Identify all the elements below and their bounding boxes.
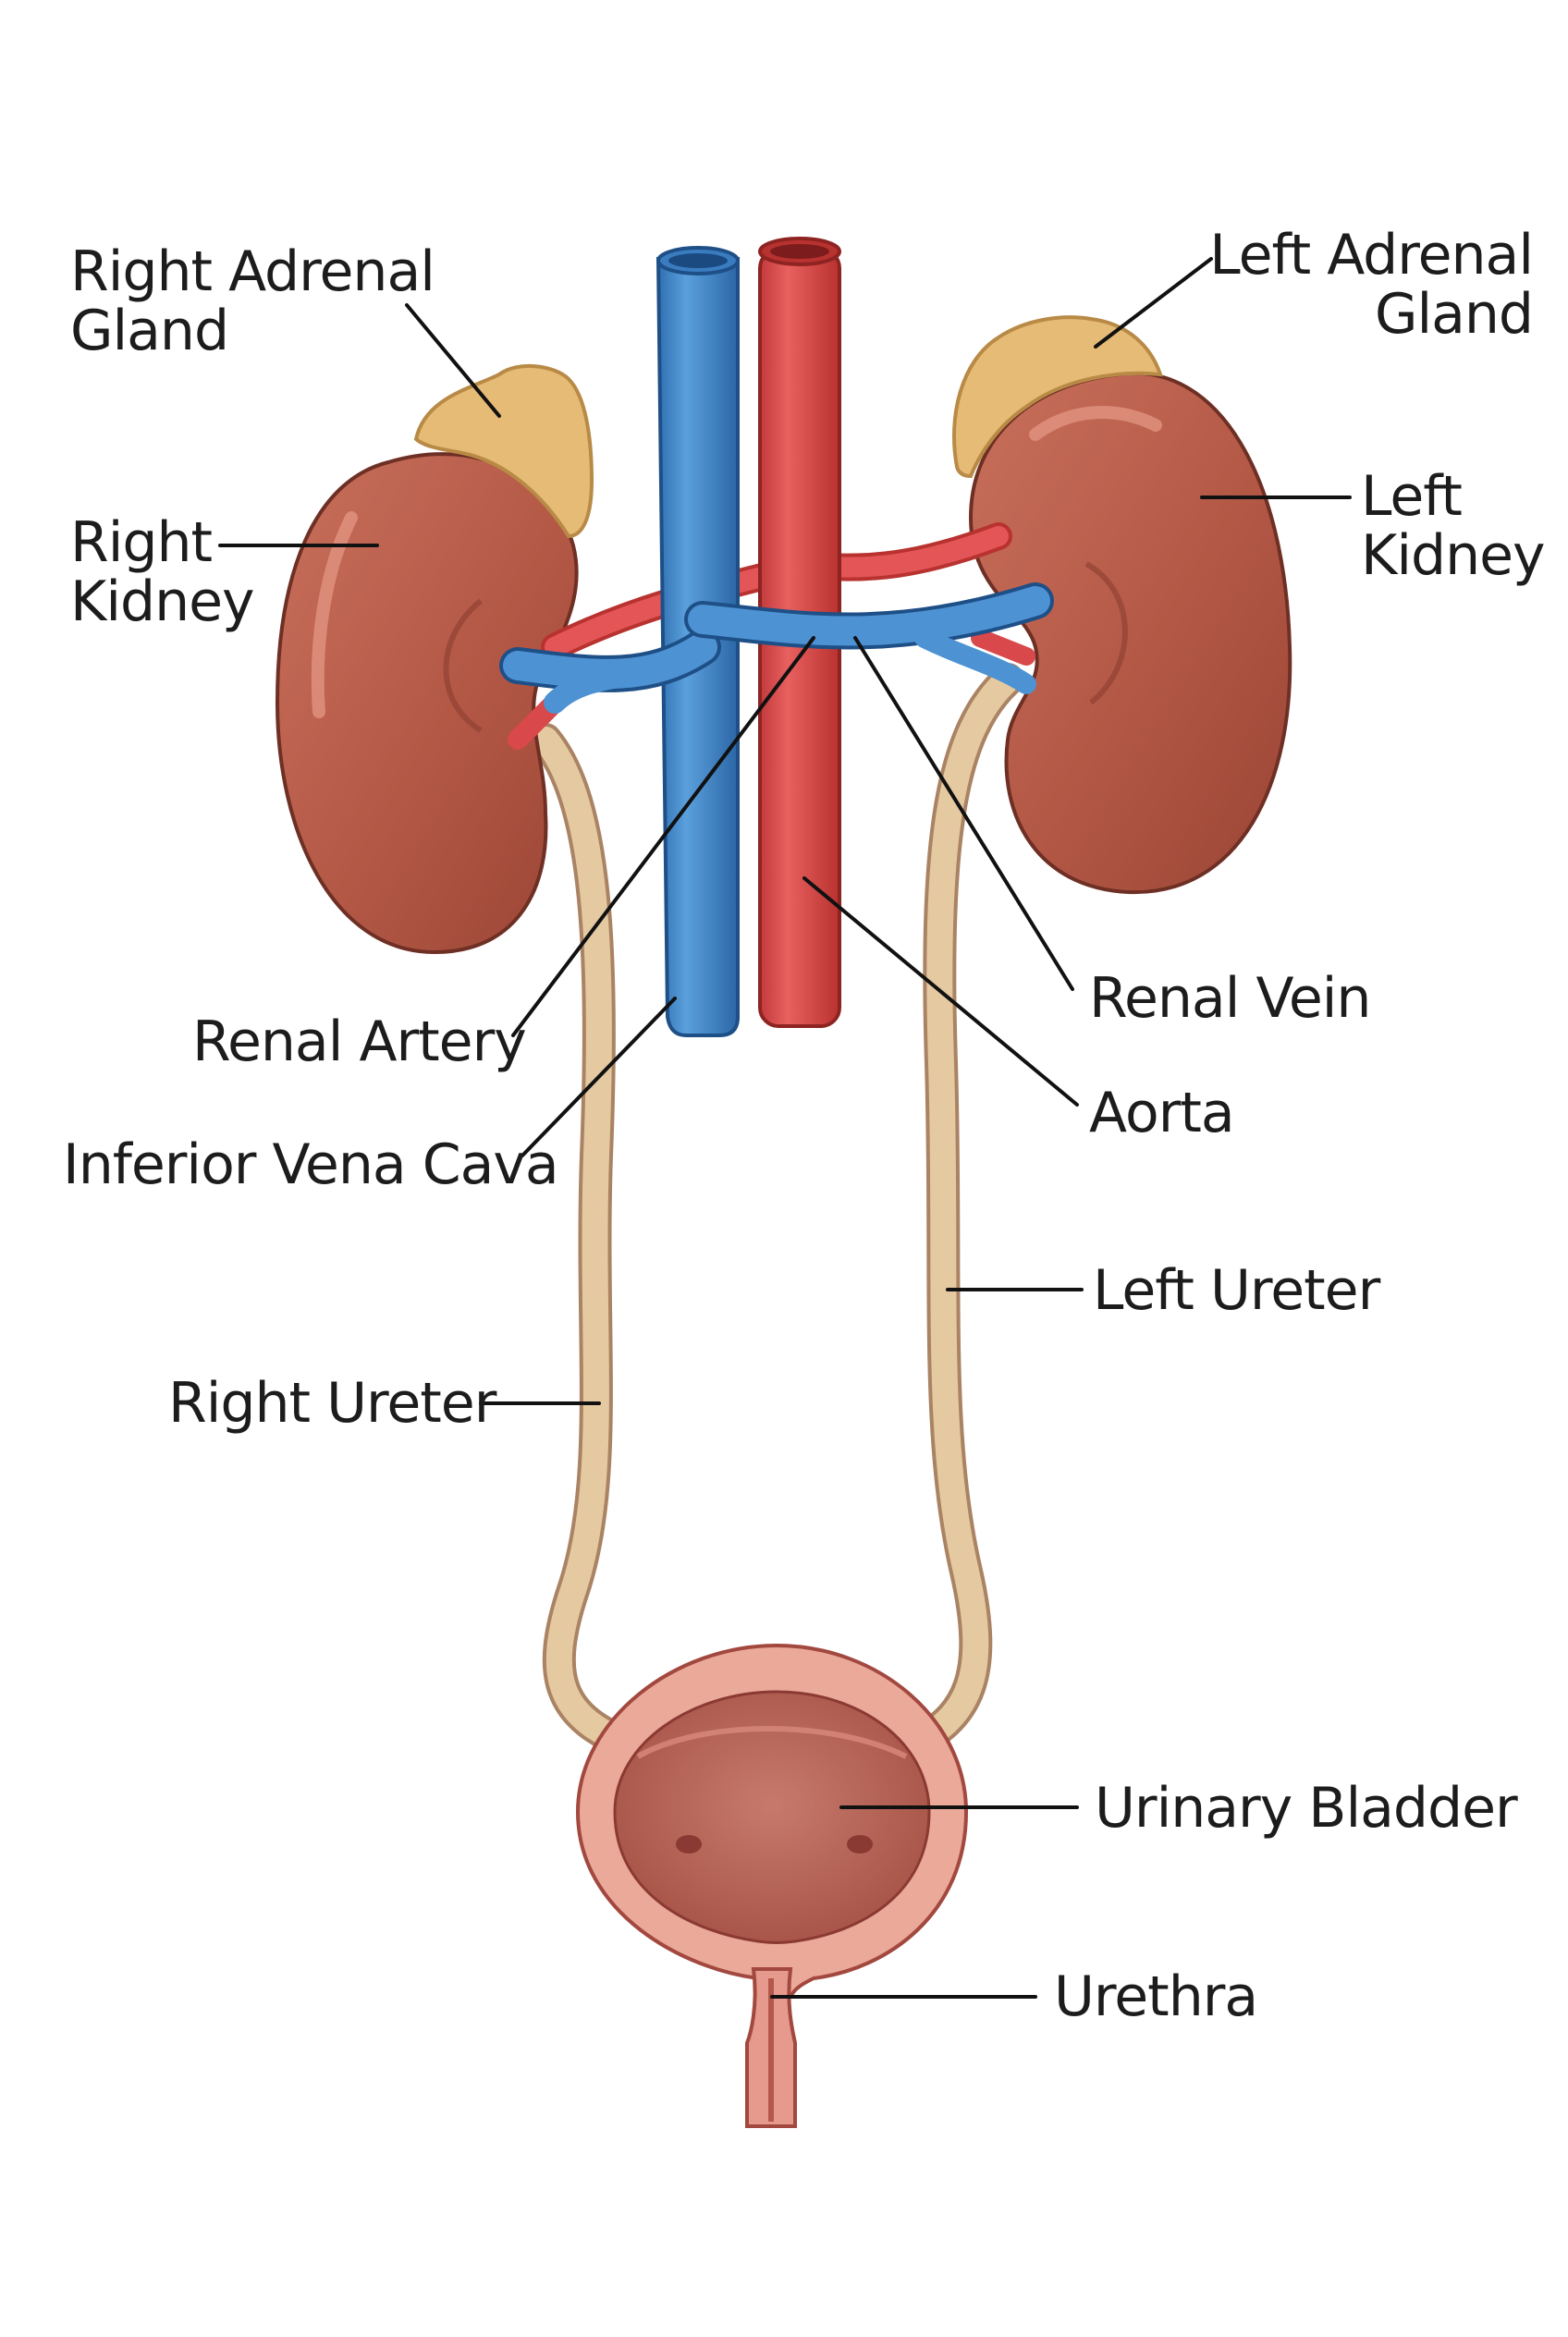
label-urethra: Urethra bbox=[1054, 1964, 1258, 2029]
label-right-adrenal-gland-line1: Right Adrenal bbox=[70, 239, 435, 304]
urinary-bladder bbox=[575, 1643, 969, 1999]
leader-lines bbox=[218, 257, 1352, 1999]
label-inferior-vena-cava: Inferior Vena Cava bbox=[63, 1132, 559, 1197]
right-ureter bbox=[529, 723, 655, 1764]
label-left-kidney-line2: Kidney bbox=[1361, 523, 1546, 588]
label-urinary-bladder: Urinary Bladder bbox=[1095, 1776, 1518, 1841]
left-kidney bbox=[968, 371, 1292, 895]
label-right-adrenal-gland-line2: Gland bbox=[70, 299, 229, 363]
label-right-kidney-line2: Kidney bbox=[70, 569, 255, 634]
left-adrenal-gland bbox=[952, 315, 1163, 479]
left-ureter bbox=[889, 663, 1024, 1764]
label-left-ureter: Left Ureter bbox=[1093, 1258, 1380, 1323]
urethra bbox=[745, 1967, 797, 2128]
label-renal-vein: Renal Vein bbox=[1089, 966, 1371, 1031]
label-left-adrenal-gland-line2: Gland bbox=[1374, 282, 1534, 347]
leader-renal-vein bbox=[853, 636, 1074, 991]
label-right-kidney-line1: Right bbox=[70, 510, 213, 575]
label-right-ureter: Right Ureter bbox=[168, 1371, 496, 1436]
label-left-kidney: Left Kidney bbox=[1361, 464, 1546, 588]
label-left-kidney-line1: Left bbox=[1361, 464, 1463, 529]
renal-veins bbox=[499, 582, 1054, 714]
label-renal-artery: Renal Artery bbox=[192, 1009, 527, 1074]
leader-renal-artery bbox=[511, 636, 815, 1037]
label-aorta: Aorta bbox=[1089, 1081, 1235, 1145]
label-left-adrenal-gland: Left Adrenal Gland bbox=[1209, 223, 1534, 347]
label-left-adrenal-gland-line1: Left Adrenal bbox=[1209, 223, 1534, 288]
leader-right-adrenal bbox=[405, 303, 501, 418]
label-right-adrenal-gland: Right Adrenal Gland bbox=[70, 242, 435, 361]
label-right-kidney: Right Kidney bbox=[70, 510, 255, 634]
leader-left-adrenal bbox=[1094, 257, 1213, 349]
right-kidney bbox=[275, 452, 579, 955]
leader-inferior-vena-cava bbox=[521, 997, 677, 1157]
leader-aorta bbox=[802, 876, 1079, 1107]
right-adrenal-gland bbox=[413, 363, 594, 539]
